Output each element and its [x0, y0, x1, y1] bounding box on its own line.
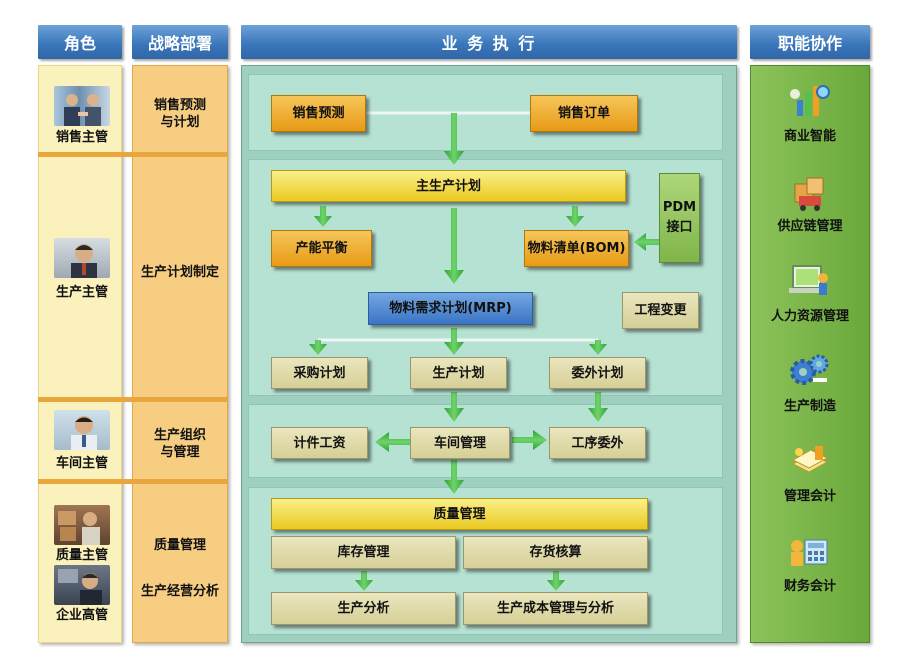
- header-strategy: 战略部署: [132, 25, 228, 59]
- box-quality-mgmt: 质量管理: [271, 498, 648, 530]
- row-separator: [38, 397, 228, 402]
- box-master-production-plan: 主生产计划: [271, 170, 626, 202]
- supply-chain-icon: [785, 170, 833, 212]
- production-manager-avatar: [54, 238, 110, 278]
- function-label: 管理会计: [783, 489, 836, 504]
- box-process-outsource: 工序委外: [549, 427, 646, 459]
- row-separator: [38, 152, 228, 157]
- box-sales-order: 销售订单: [530, 95, 638, 132]
- strategy-production-planning: 生产计划制定: [140, 265, 219, 280]
- box-production-analysis: 生产分析: [271, 592, 456, 625]
- management-accounting-icon: [785, 440, 833, 482]
- function-label: 财务会计: [783, 579, 836, 594]
- box-production-plan: 生产计划: [410, 357, 507, 389]
- executive-avatar: [54, 565, 110, 605]
- role-sales-manager: 销售主管: [55, 130, 108, 145]
- box-outsource-plan: 委外计划: [549, 357, 646, 389]
- box-engineering-change: 工程变更: [622, 292, 699, 329]
- box-pdm-interface: PDM 接口: [659, 173, 700, 263]
- function-label: 生产制造: [783, 399, 836, 414]
- function-label: 商业智能: [783, 129, 836, 144]
- workshop-manager-avatar: [54, 410, 110, 450]
- quality-manager-avatar: [54, 505, 110, 545]
- box-piece-wage: 计件工资: [271, 427, 368, 459]
- role-production-manager: 生产主管: [55, 285, 108, 300]
- sales-manager-avatar: [54, 86, 110, 126]
- header-execution: 业 务 执 行: [241, 25, 737, 59]
- box-mrp: 物料需求计划(MRP): [368, 292, 533, 325]
- row-separator: [38, 479, 228, 484]
- box-capacity-balance: 产能平衡: [271, 230, 372, 267]
- header-functional: 职能协作: [750, 25, 870, 59]
- strategy-column: [132, 65, 228, 643]
- box-workshop-mgmt: 车间管理: [410, 427, 510, 459]
- role-quality-manager: 质量主管: [55, 548, 108, 563]
- box-purchase-plan: 采购计划: [271, 357, 368, 389]
- box-inventory-mgmt: 库存管理: [271, 536, 456, 569]
- box-cost-analysis: 生产成本管理与分析: [463, 592, 648, 625]
- header-role: 角色: [38, 25, 122, 59]
- box-inventory-accounting: 存货核算: [463, 536, 648, 569]
- strategy-production-org: 生产组织 与管理: [153, 428, 206, 460]
- function-label: 人力资源管理: [770, 309, 849, 324]
- role-column: [38, 65, 122, 643]
- business-intelligence-icon: [785, 80, 833, 122]
- human-resources-icon: [785, 260, 833, 302]
- manufacturing-gears-icon: [785, 350, 833, 392]
- financial-accounting-icon: [785, 530, 833, 572]
- box-bom: 物料清单(BOM): [524, 230, 629, 267]
- strategy-business-analysis: 生产经营分析: [140, 584, 219, 599]
- box-sales-forecast: 销售预测: [271, 95, 366, 132]
- role-executive: 企业高管: [55, 608, 108, 623]
- strategy-quality-mgmt: 质量管理: [153, 538, 206, 553]
- role-workshop-manager: 车间主管: [55, 456, 108, 471]
- strategy-sales-forecast-plan: 销售预测 与计划: [153, 98, 206, 130]
- function-label: 供应链管理: [777, 219, 843, 234]
